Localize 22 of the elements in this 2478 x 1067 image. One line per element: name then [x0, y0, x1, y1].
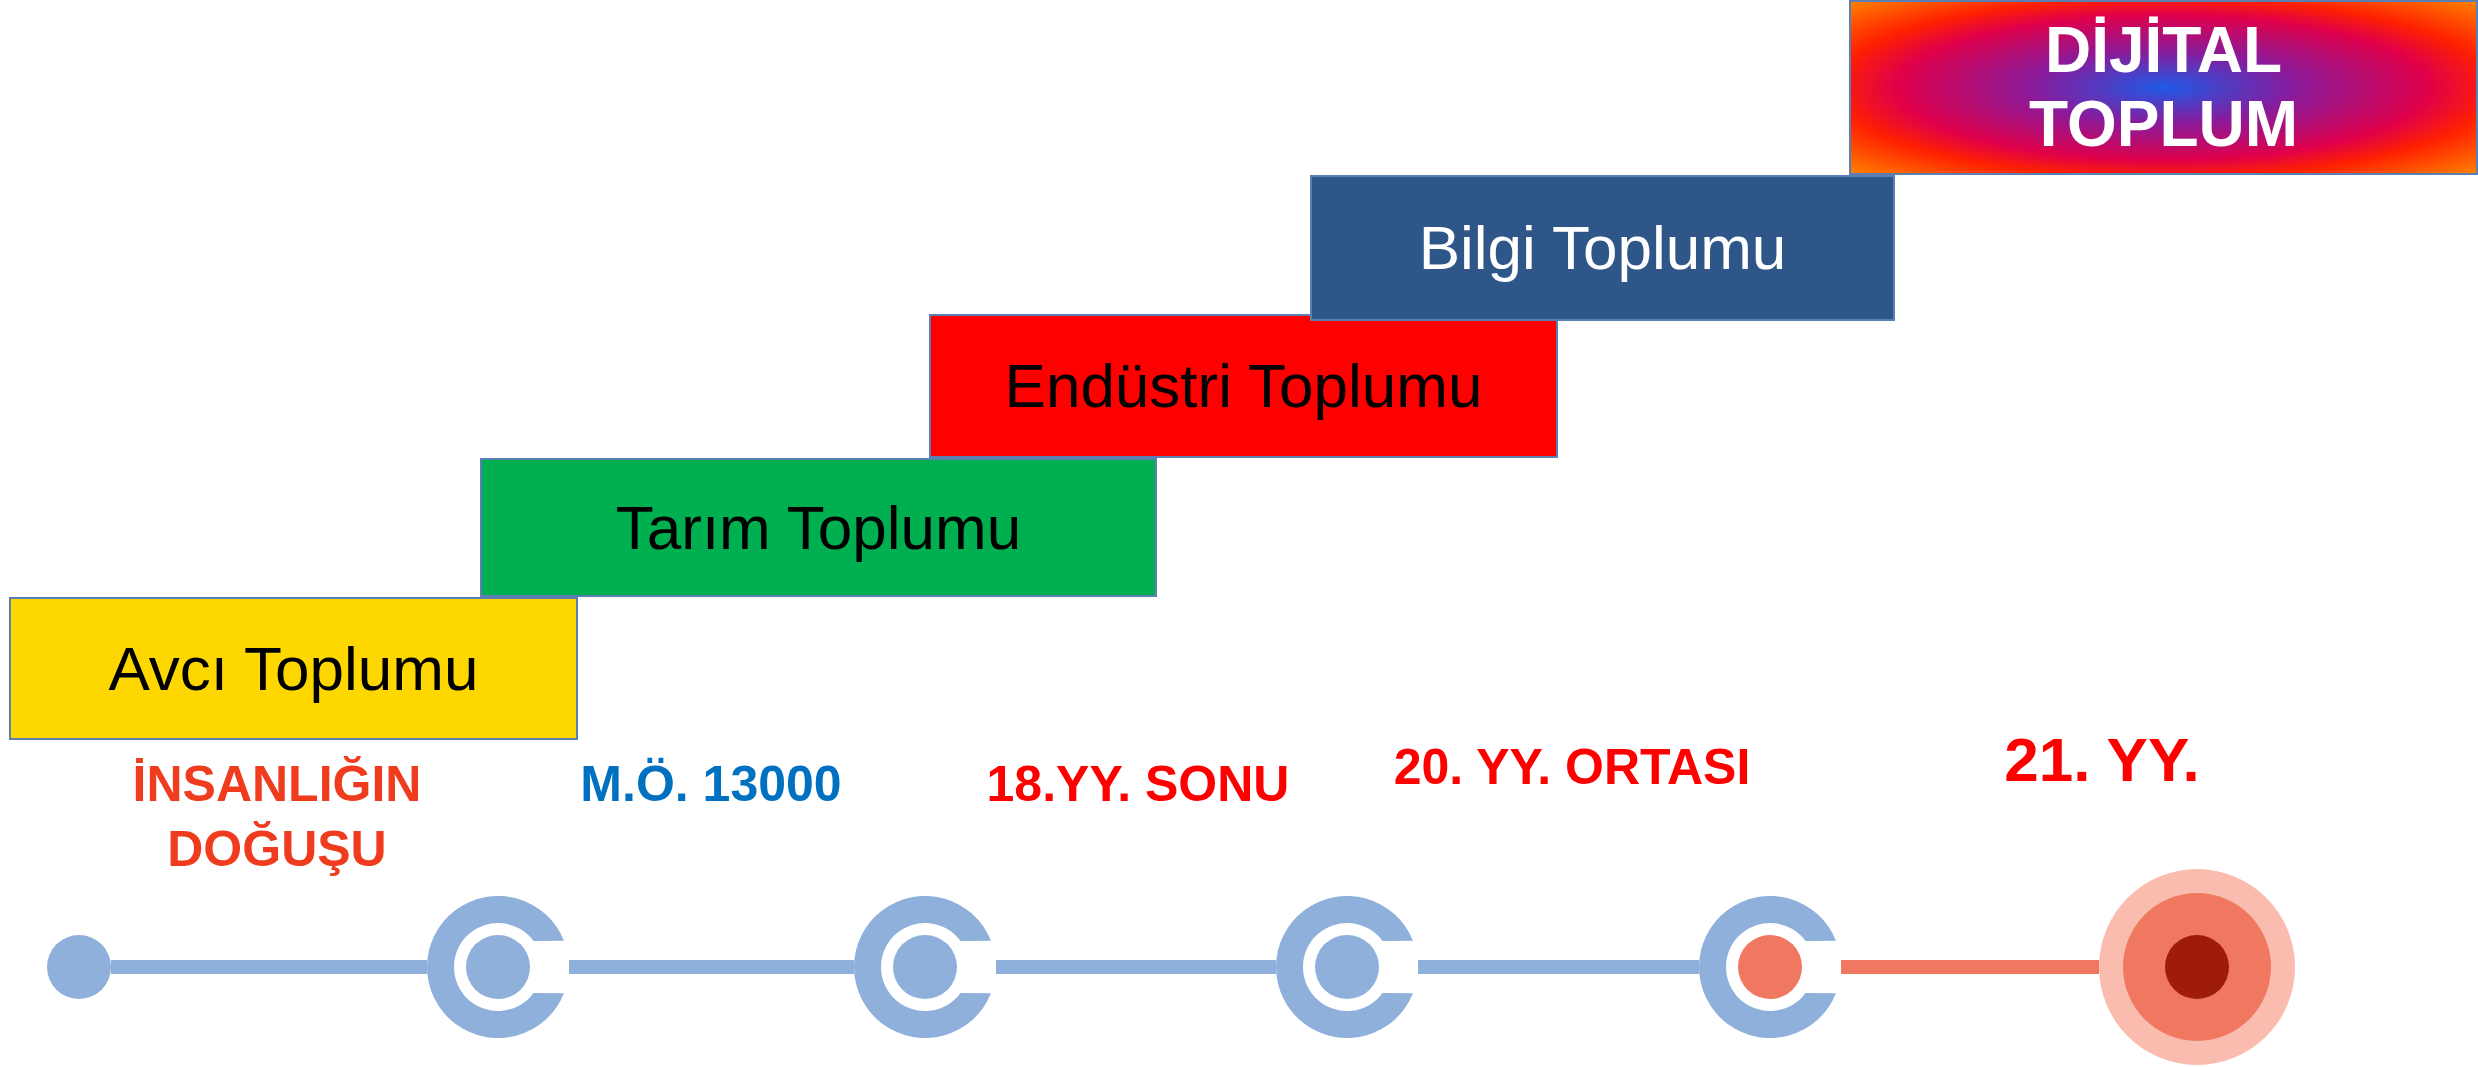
stage-name: Tarım Toplumu [615, 491, 1022, 564]
stage-box [9, 597, 578, 740]
timeline-line [996, 960, 1276, 974]
timeline-line [569, 960, 854, 974]
stage-name: DİJİTAL TOPLUM [2028, 13, 2299, 162]
period-label: 21. YY. [2003, 724, 2201, 796]
stage-name: Endüstri Toplumu [1004, 350, 1483, 422]
timeline-line [111, 960, 427, 974]
period-label: 20. YY. ORTASI [1392, 738, 1752, 797]
target-marker [2099, 869, 2295, 1065]
stage-box [480, 458, 1157, 597]
stage-box [1849, 0, 2478, 175]
timeline-dot [47, 935, 111, 999]
timeline-line [1841, 960, 2099, 974]
stage-name: Avcı Toplumu [108, 632, 479, 705]
period-label: İNSANLIĞIN DOĞUŞU [131, 755, 423, 879]
stage-box [929, 314, 1558, 458]
stage-name: Bilgi Toplumu [1418, 212, 1787, 284]
period-label: M.Ö. 13000 [579, 755, 843, 814]
period-label: 18.YY. SONU [985, 755, 1291, 814]
timeline-line [1418, 960, 1699, 974]
stage-box [1310, 175, 1895, 321]
